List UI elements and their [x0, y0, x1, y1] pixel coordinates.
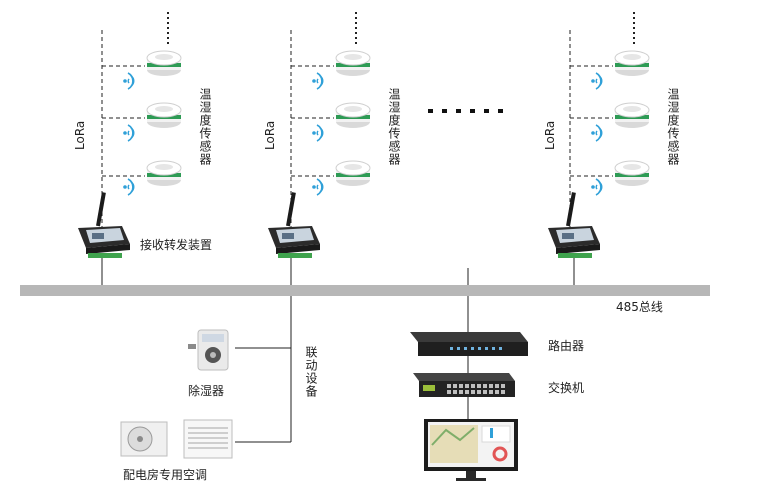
aircon-indoor-unit: [183, 419, 233, 459]
wireless-icon: [590, 178, 603, 196]
gateway-label: 接收转发装置: [140, 238, 213, 252]
sensor-device: [614, 50, 650, 77]
sensor-group-3: [548, 12, 650, 285]
sensor-device: [146, 102, 182, 129]
sensor-device: [614, 102, 650, 129]
sensor-device: [335, 160, 371, 187]
wireless-icon: [122, 72, 135, 90]
sensor-label: 温湿度传感器: [198, 88, 212, 166]
switch-label: 交换机: [548, 381, 585, 395]
more-groups-ellipsis: [428, 109, 503, 113]
sensor-label: 温湿度传感器: [666, 88, 680, 166]
rs485-bus: [20, 285, 710, 296]
aircon-outdoor-unit: [120, 421, 168, 457]
wireless-icon: [311, 124, 324, 142]
lora-label: LoRa: [543, 120, 557, 150]
router-label: 路由器: [548, 339, 585, 353]
wireless-icon: [590, 124, 603, 142]
sensor-group-2: [268, 12, 371, 285]
sensor-device: [146, 160, 182, 187]
monitor-device: [424, 419, 518, 481]
router-device: [410, 332, 528, 356]
sensor-label: 温湿度传感器: [387, 88, 401, 166]
gateway-device: [78, 192, 130, 258]
wireless-icon: [122, 178, 135, 196]
sensor-device: [335, 102, 371, 129]
sensor-device: [146, 50, 182, 77]
bus-label: 485总线: [616, 300, 663, 314]
switch-device: [413, 373, 515, 397]
wireless-icon: [311, 178, 324, 196]
lora-label: LoRa: [73, 120, 87, 150]
dehumidifier-label: 除湿器: [188, 384, 225, 398]
linkage-label: 联动设备: [304, 346, 318, 398]
wireless-icon: [590, 72, 603, 90]
wireless-icon: [122, 124, 135, 142]
wireless-icon: [311, 72, 324, 90]
sensor-device: [614, 160, 650, 187]
sensor-group-1: [78, 12, 182, 285]
gateway-device: [268, 192, 320, 258]
aircon-label: 配电房专用空调: [123, 468, 208, 482]
lora-label: LoRa: [263, 120, 277, 150]
dehumidifier-device: [188, 329, 229, 371]
gateway-device: [548, 192, 600, 258]
sensor-device: [335, 50, 371, 77]
